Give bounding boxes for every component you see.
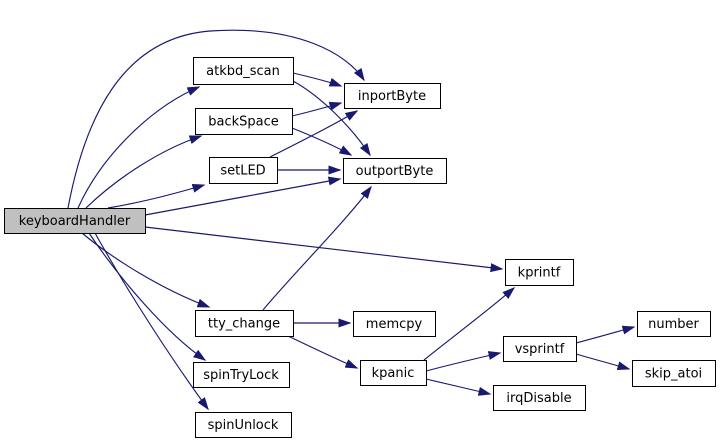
node-atkbd_scan[interactable]: atkbd_scan — [193, 57, 294, 85]
edge-keyboardHandler-to-setLED — [107, 183, 206, 209]
edge-tty_change-to-kpanic — [287, 335, 359, 369]
node-box-kprintf[interactable] — [505, 259, 574, 286]
node-tty_change[interactable]: tty_change — [195, 310, 294, 337]
node-box-backSpace[interactable] — [195, 108, 293, 135]
node-outportByte[interactable]: outportByte — [343, 158, 447, 184]
node-box-tty_change[interactable] — [195, 310, 294, 337]
node-box-keyboardHandler[interactable] — [4, 208, 146, 234]
edge-kpanic-to-kprintf — [423, 287, 516, 361]
node-box-spinTryLock[interactable] — [193, 362, 290, 388]
node-label-atkbd_scan: atkbd_scan — [206, 64, 280, 79]
edge-vsprintf-to-skip_atoi — [575, 353, 631, 371]
node-box-memcpy[interactable] — [353, 311, 436, 337]
node-label-kpanic: kpanic — [372, 366, 415, 381]
node-inportByte[interactable]: inportByte — [344, 83, 441, 109]
node-spinUnlock[interactable]: spinUnlock — [195, 412, 292, 438]
node-skip_atoi[interactable]: skip_atoi — [632, 360, 716, 387]
node-label-memcpy: memcpy — [366, 317, 423, 332]
edge-setLED-to-inportByte — [269, 110, 359, 158]
node-kprintf[interactable]: kprintf — [505, 259, 574, 286]
node-number[interactable]: number — [637, 311, 711, 337]
edge-tty_change-to-outportByte — [262, 185, 372, 311]
node-box-spinUnlock[interactable] — [195, 412, 292, 438]
node-irqDisable[interactable]: irqDisable — [493, 385, 586, 411]
node-box-atkbd_scan[interactable] — [193, 57, 294, 85]
edge-keyboardHandler-to-spinTryLock — [88, 232, 207, 361]
edge-vsprintf-to-number — [575, 325, 636, 344]
node-label-spinUnlock: spinUnlock — [208, 418, 279, 433]
node-box-vsprintf[interactable] — [503, 336, 577, 362]
edge-backSpace-to-inportByte — [291, 101, 343, 117]
edge-atkbd_scan-to-inportByte — [292, 72, 343, 87]
edge-keyboardHandler-to-inportByte — [67, 29, 365, 209]
node-label-kprintf: kprintf — [518, 266, 561, 281]
edge-keyboardHandler-to-outportByte — [144, 176, 342, 216]
node-label-skip_atoi: skip_atoi — [645, 367, 702, 382]
nodes-layer: keyboardHandler atkbd_scan backSpace setLED… — [4, 57, 716, 438]
node-box-irqDisable[interactable] — [493, 385, 586, 411]
edge-backSpace-to-outportByte — [291, 127, 353, 156]
node-box-setLED[interactable] — [209, 157, 278, 184]
node-label-inportByte: inportByte — [358, 89, 426, 104]
node-label-backSpace: backSpace — [208, 115, 279, 130]
edges-layer — [67, 29, 636, 411]
node-vsprintf[interactable]: vsprintf — [503, 336, 577, 362]
node-label-keyboardHandler: keyboardHandler — [19, 214, 131, 229]
node-keyboardHandler[interactable]: keyboardHandler — [4, 208, 146, 234]
edge-keyboardHandler-to-spinUnlock — [94, 232, 209, 411]
edge-keyboardHandler-to-tty_change — [81, 232, 211, 308]
edge-keyboardHandler-to-kprintf — [144, 226, 504, 273]
node-label-setLED: setLED — [220, 164, 265, 179]
node-box-skip_atoi[interactable] — [632, 360, 716, 387]
edge-keyboardHandler-to-atkbd_scan — [77, 86, 201, 209]
node-label-spinTryLock: spinTryLock — [203, 368, 279, 383]
node-label-vsprintf: vsprintf — [515, 342, 565, 357]
edge-kpanic-to-vsprintf — [425, 351, 502, 372]
node-setLED[interactable]: setLED — [209, 157, 278, 184]
node-box-inportByte[interactable] — [344, 83, 441, 109]
node-box-outportByte[interactable] — [343, 158, 447, 184]
edge-kpanic-to-irqDisable — [425, 378, 492, 396]
node-memcpy[interactable]: memcpy — [353, 311, 436, 337]
node-box-kpanic[interactable] — [360, 360, 427, 386]
node-label-irqDisable: irqDisable — [506, 391, 571, 406]
node-backSpace[interactable]: backSpace — [195, 108, 293, 135]
node-kpanic[interactable]: kpanic — [360, 360, 427, 386]
edge-atkbd_scan-to-outportByte — [292, 80, 371, 157]
node-label-outportByte: outportByte — [356, 164, 434, 179]
node-spinTryLock[interactable]: spinTryLock — [193, 362, 290, 388]
node-label-tty_change: tty_change — [208, 317, 280, 332]
edge-keyboardHandler-to-backSpace — [85, 135, 203, 209]
node-box-number[interactable] — [637, 311, 711, 337]
node-label-number: number — [648, 317, 699, 332]
